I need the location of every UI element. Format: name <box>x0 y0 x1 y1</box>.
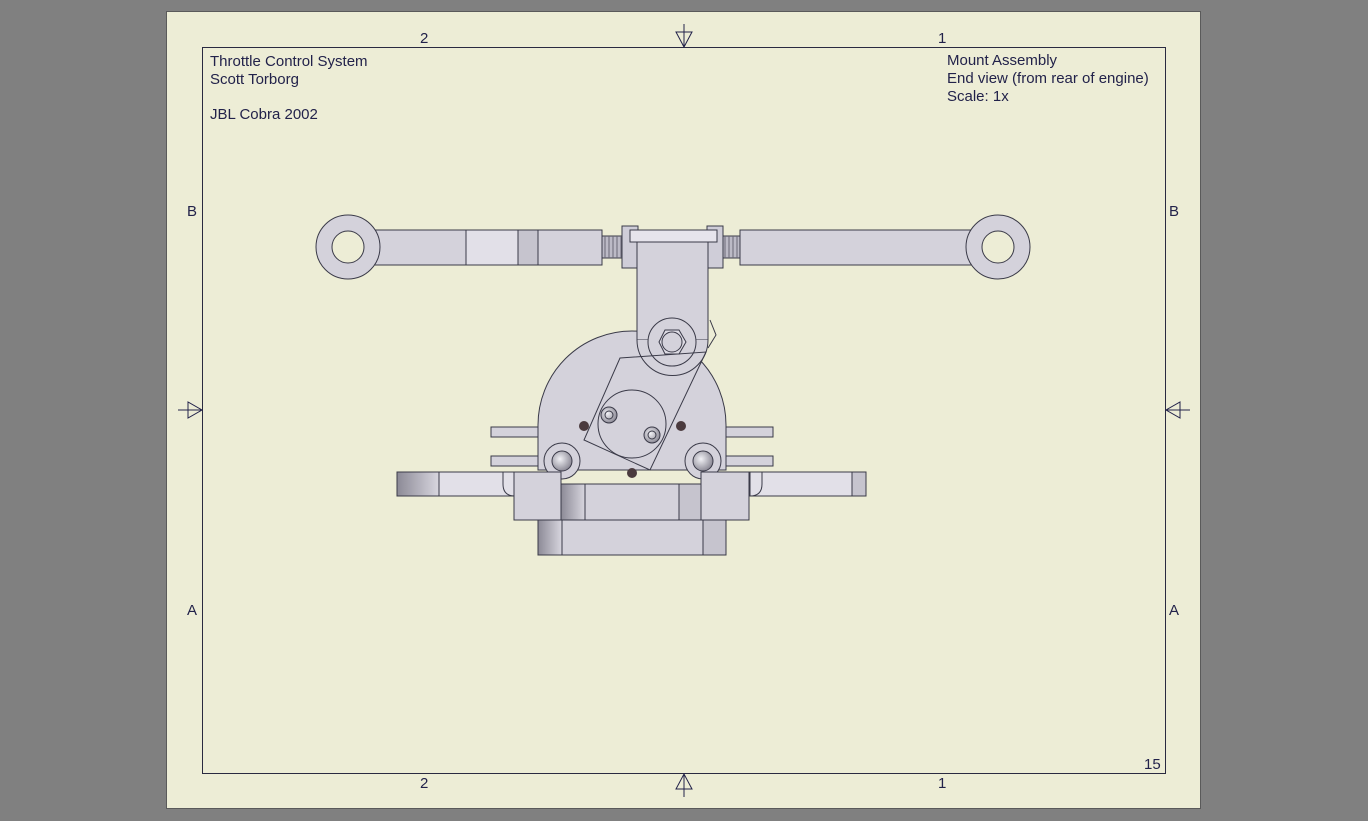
author-name: Scott Torborg <box>210 71 299 88</box>
center-marker-top <box>675 24 693 49</box>
zone-label-top-2: 2 <box>420 30 429 47</box>
mounting-bolts <box>543 442 722 480</box>
zone-label-bottom-1: 1 <box>938 775 947 792</box>
base-flange <box>396 471 867 521</box>
dowel-holes <box>579 421 686 478</box>
center-marker-bottom <box>675 772 693 797</box>
drawing-title: Mount Assembly <box>947 52 1058 69</box>
team-name: JBL Cobra 2002 <box>210 106 318 123</box>
side-plates <box>490 426 774 467</box>
center-marker-right <box>1164 401 1190 419</box>
project-title: Throttle Control System <box>210 53 368 70</box>
base-block <box>537 519 727 556</box>
zone-label-left-a: A <box>187 602 198 619</box>
zone-label-right-b: B <box>1169 203 1180 220</box>
sheet-number: 15 <box>1144 756 1161 773</box>
left-tie-rod <box>315 214 603 280</box>
view-description: End view (from rear of engine) <box>947 70 1149 87</box>
zone-label-left-b: B <box>187 203 198 220</box>
screw-heads <box>600 406 661 444</box>
center-marker-left <box>178 401 204 419</box>
right-tie-rod <box>739 214 1031 280</box>
zone-label-top-1: 1 <box>938 30 947 47</box>
throttle-lever <box>629 229 718 376</box>
zone-label-bottom-2: 2 <box>420 775 429 792</box>
zone-label-right-a: A <box>1169 602 1180 619</box>
scale-label: Scale: 1x <box>947 88 1009 105</box>
